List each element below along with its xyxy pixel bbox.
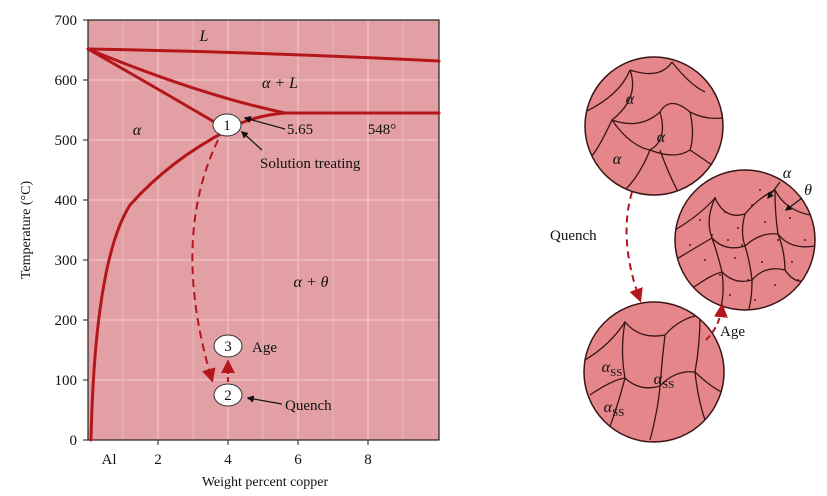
x-axis: Al 2 4 6 8 Weight percent copper <box>102 440 372 490</box>
y-tick-600: 600 <box>55 73 78 89</box>
x-tick-4: 4 <box>224 452 232 468</box>
step-1-label: Solution treating <box>260 156 361 172</box>
age-transition-label: Age <box>720 324 745 340</box>
phase-diagram: 0 100 200 300 400 500 600 700 Temperatur… <box>19 13 439 490</box>
step-1-number: 1 <box>223 118 231 134</box>
step-2-number: 2 <box>224 388 232 404</box>
y-tick-300: 300 <box>55 253 78 269</box>
step-3-number: 3 <box>224 339 232 355</box>
eutectic-temperature: 548° <box>368 122 397 138</box>
step-1-marker: 1 <box>213 114 241 136</box>
phase-label-liquid: L <box>199 28 209 45</box>
quench-transition-label: Quench <box>550 228 597 244</box>
y-tick-500: 500 <box>55 133 78 149</box>
step-2-label: Quench <box>285 398 332 414</box>
y-tick-100: 100 <box>55 373 78 389</box>
top-grain-label-1: α <box>626 91 635 108</box>
y-tick-400: 400 <box>55 193 78 209</box>
x-tick-8: 8 <box>364 452 372 468</box>
x-axis-label: Weight percent copper <box>202 475 329 490</box>
microstructure-top: α α α <box>585 57 723 195</box>
y-tick-700: 700 <box>55 13 78 29</box>
phase-label-alpha: α <box>133 122 142 139</box>
x-tick-2: 2 <box>154 452 162 468</box>
microstructure-bottom: αSS αSS αSS <box>584 302 725 442</box>
right-label-theta: θ <box>804 182 812 199</box>
y-tick-0: 0 <box>70 433 78 449</box>
step-3-marker: 3 <box>214 335 242 357</box>
eutectic-composition: 5.65 <box>287 122 313 138</box>
step-2-marker: 2 <box>214 384 242 406</box>
top-grain-label-3: α <box>613 151 622 168</box>
y-tick-200: 200 <box>55 313 78 329</box>
microstructure-right: α θ <box>675 165 815 312</box>
phase-label-alpha-liquid: α + L <box>262 75 298 92</box>
x-tick-6: 6 <box>294 452 302 468</box>
right-label-alpha: α <box>783 165 792 182</box>
y-axis-label: Temperature (°C) <box>19 181 34 280</box>
quench-transition-arrow <box>627 192 640 300</box>
y-axis: 0 100 200 300 400 500 600 700 Temperatur… <box>19 13 88 449</box>
phase-label-alpha-theta: α + θ <box>293 274 328 291</box>
top-grain-label-2: α <box>657 129 666 146</box>
x-tick-al: Al <box>102 452 117 468</box>
step-3-label: Age <box>252 340 277 356</box>
